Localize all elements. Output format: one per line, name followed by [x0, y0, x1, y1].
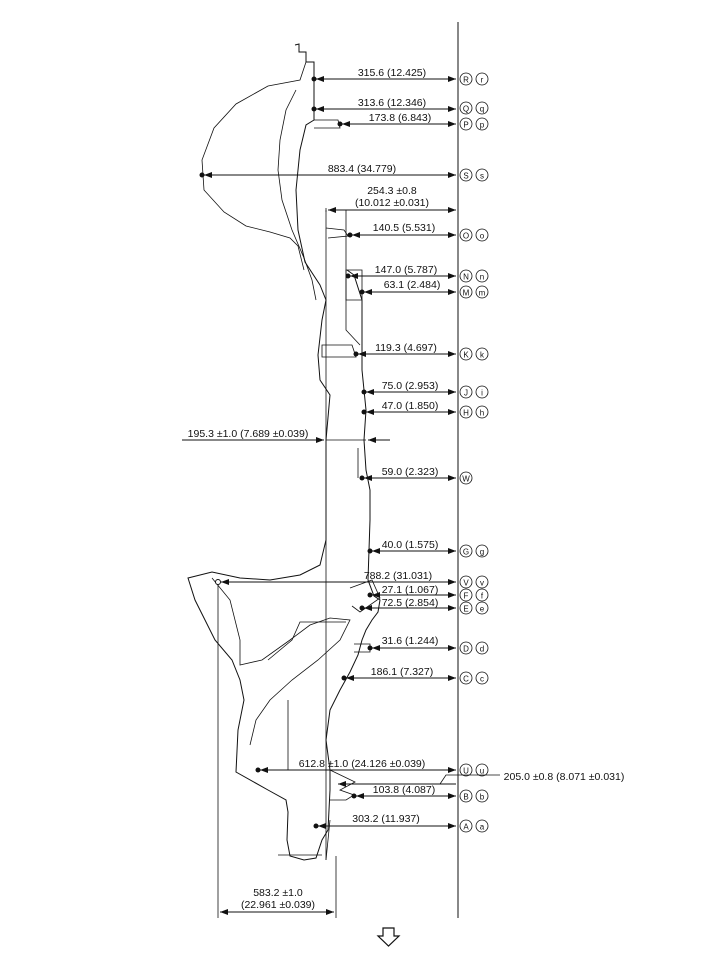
letter-a: a [480, 823, 485, 832]
letter-J: J [464, 389, 468, 398]
letter-N: N [463, 273, 469, 282]
dim-row-O: 140.5 (5.531) O o [347, 222, 489, 242]
dim-value-R: 315.6 (12.425) [358, 67, 426, 79]
dim-value-U: 612.8 ±1.0 (24.126 ±0.039) [299, 758, 426, 770]
letter-r: r [481, 76, 484, 85]
dim-right-value: 205.0 ±0.8 (8.071 ±0.031) [504, 771, 625, 783]
dim-value-S: 883.4 (34.779) [328, 163, 396, 175]
letter-g: g [480, 548, 484, 557]
letter-q: q [480, 105, 484, 114]
letter-M: M [463, 289, 470, 298]
dim-O-top-line2: (10.012 ±0.031) [355, 197, 429, 209]
letter-o: o [480, 232, 485, 241]
letter-f: f [481, 592, 484, 601]
dim-value-E: 72.5 (2.854) [382, 597, 439, 609]
letter-P: P [463, 121, 468, 130]
dim-value-A: 303.2 (11.937) [352, 813, 420, 825]
letter-S: S [463, 172, 468, 181]
dim-value-P: 173.8 (6.843) [369, 112, 431, 124]
letter-H: H [463, 409, 469, 418]
dim-row-K: 119.3 (4.697) K k [353, 342, 489, 361]
dim-row-R: 315.6 (12.425) R r [311, 67, 489, 86]
dim-row-M: 63.1 (2.484) M m [359, 279, 489, 299]
dim-row-O-top: 254.3 ±0.8 (10.012 ±0.031) [325, 185, 456, 213]
dim-row-G: 40.0 (1.575) G g [367, 539, 489, 558]
letter-c: c [480, 675, 484, 684]
dim-row-P: 173.8 (6.843) P p [337, 112, 489, 131]
dim-row-E: 72.5 (2.854) E e [359, 597, 489, 615]
letter-O: O [463, 232, 469, 241]
letter-U: U [463, 767, 469, 776]
dim-value-D: 31.6 (1.244) [382, 635, 439, 647]
dim-row-C: 186.1 (7.327) C c [341, 666, 489, 685]
dim-row-V: 788.2 (31.031) V v [215, 570, 489, 589]
letter-k: k [480, 351, 485, 360]
letter-F: F [464, 592, 469, 601]
dim-row-H: 47.0 (1.850) H h [361, 400, 489, 419]
dim-row-F: 27.1 (1.067) F f [367, 584, 489, 602]
dim-left-value: 195.3 ±1.0 (7.689 ±0.039) [188, 428, 309, 440]
letter-D: D [463, 645, 469, 654]
dim-value-H: 47.0 (1.850) [382, 400, 439, 412]
dim-row-PQ: 313.6 (12.346) Q q [311, 97, 489, 115]
letter-b: b [480, 793, 485, 802]
dim-value-C: 186.1 (7.327) [371, 666, 433, 678]
dim-row-J: 75.0 (2.953) J i [361, 380, 489, 399]
dim-row-W: 59.0 (2.323) W [359, 466, 473, 485]
letter-Q: Q [463, 105, 469, 114]
dim-value-V: 788.2 (31.031) [364, 570, 432, 582]
letter-V: V [463, 579, 469, 588]
dim-value-PQ: 313.6 (12.346) [358, 97, 426, 109]
letter-e: e [480, 605, 485, 614]
dim-bottom: 583.2 ±1.0 (22.961 ±0.039) [217, 585, 337, 918]
dim-value-M: 63.1 (2.484) [384, 279, 441, 291]
dim-value-G: 40.0 (1.575) [382, 539, 439, 551]
letter-R: R [463, 76, 469, 85]
letter-n: n [480, 273, 484, 282]
dim-value-O: 140.5 (5.531) [373, 222, 435, 234]
letter-G: G [463, 548, 469, 557]
letter-E: E [463, 605, 468, 614]
letter-h: h [480, 409, 484, 418]
letter-p: p [480, 121, 485, 130]
letter-A: A [463, 823, 469, 832]
dim-row-S: 883.4 (34.779) S s [199, 163, 489, 182]
dim-row-U: 612.8 ±1.0 (24.126 ±0.039) U u [255, 758, 489, 777]
letter-i: i [481, 389, 483, 398]
letter-C: C [463, 675, 469, 684]
dim-value-J: 75.0 (2.953) [382, 380, 439, 392]
letter-d: d [480, 645, 484, 654]
dim-value-N: 147.0 (5.787) [375, 264, 437, 276]
dim-right: 205.0 ±0.8 (8.071 ±0.031) [338, 771, 625, 787]
letter-s: s [480, 172, 484, 181]
dim-value-K: 119.3 (4.697) [375, 342, 437, 354]
dim-value-F: 27.1 (1.067) [382, 584, 439, 596]
down-arrow-icon [376, 927, 401, 947]
dim-value-B: 103.8 (4.087) [373, 784, 435, 796]
dim-bottom-line2: (22.961 ±0.039) [241, 899, 315, 911]
letter-m: m [479, 289, 486, 298]
dim-left: 195.3 ±1.0 (7.689 ±0.039) [182, 428, 390, 443]
letter-W: W [462, 475, 470, 484]
letter-B: B [463, 793, 468, 802]
dim-row-B: 103.8 (4.087) B b [351, 784, 489, 803]
dim-row-A: 303.2 (11.937) A a [313, 813, 489, 833]
dim-row-D: 31.6 (1.244) D d [367, 635, 489, 655]
letter-u: u [480, 767, 484, 776]
letter-K: K [463, 351, 469, 360]
dim-value-W: 59.0 (2.323) [382, 466, 439, 478]
letter-v: v [480, 579, 484, 588]
dim-O-top-line1: 254.3 ±0.8 [367, 185, 417, 197]
dim-row-N: 147.0 (5.787) N n [345, 264, 489, 283]
dim-bottom-line1: 583.2 ±1.0 [253, 887, 303, 899]
